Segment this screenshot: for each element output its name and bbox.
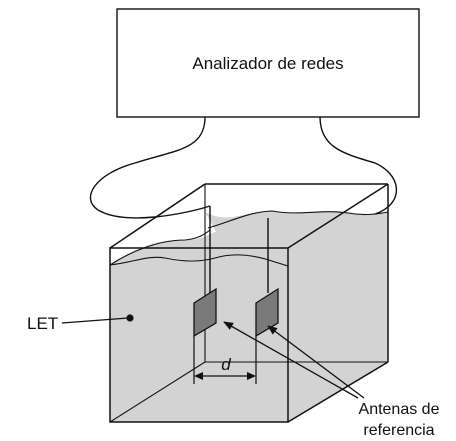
network-analyzer: Analizador de redes <box>116 8 420 118</box>
network-analyzer-label: Analizador de redes <box>192 54 343 73</box>
dimension-arrow-left <box>194 372 203 380</box>
antenna-left <box>193 287 217 338</box>
distance-dimension <box>193 336 257 384</box>
distance-label: d <box>221 355 231 374</box>
liquid-surface-line-back <box>207 210 389 229</box>
cable-left <box>89 116 211 219</box>
tank-outline <box>109 183 389 423</box>
liquid-right-side <box>288 231 388 422</box>
tank-back-edges <box>109 184 388 423</box>
antenna-right <box>255 287 279 338</box>
liquid-tank <box>109 183 389 423</box>
antennas-label-line2: referencia <box>363 422 434 439</box>
dimension-arrow-right <box>247 372 256 380</box>
liquid-front <box>110 254 288 422</box>
antenna-arrow-left <box>223 321 359 399</box>
let-pointer-line <box>61 317 129 324</box>
antennas-label-line1: Antenas de <box>359 401 440 418</box>
network-analyzer-box <box>116 8 420 118</box>
liquid-surface-line-front <box>109 254 289 267</box>
cable-right <box>267 116 397 222</box>
liquid-surface-line-left <box>109 229 211 266</box>
let-label: LET <box>27 314 58 333</box>
let-pointer-dot <box>126 314 134 322</box>
liquid-top <box>110 212 388 266</box>
antenna-arrow-right <box>267 325 365 399</box>
cable <box>89 116 397 222</box>
antennas <box>193 206 279 338</box>
